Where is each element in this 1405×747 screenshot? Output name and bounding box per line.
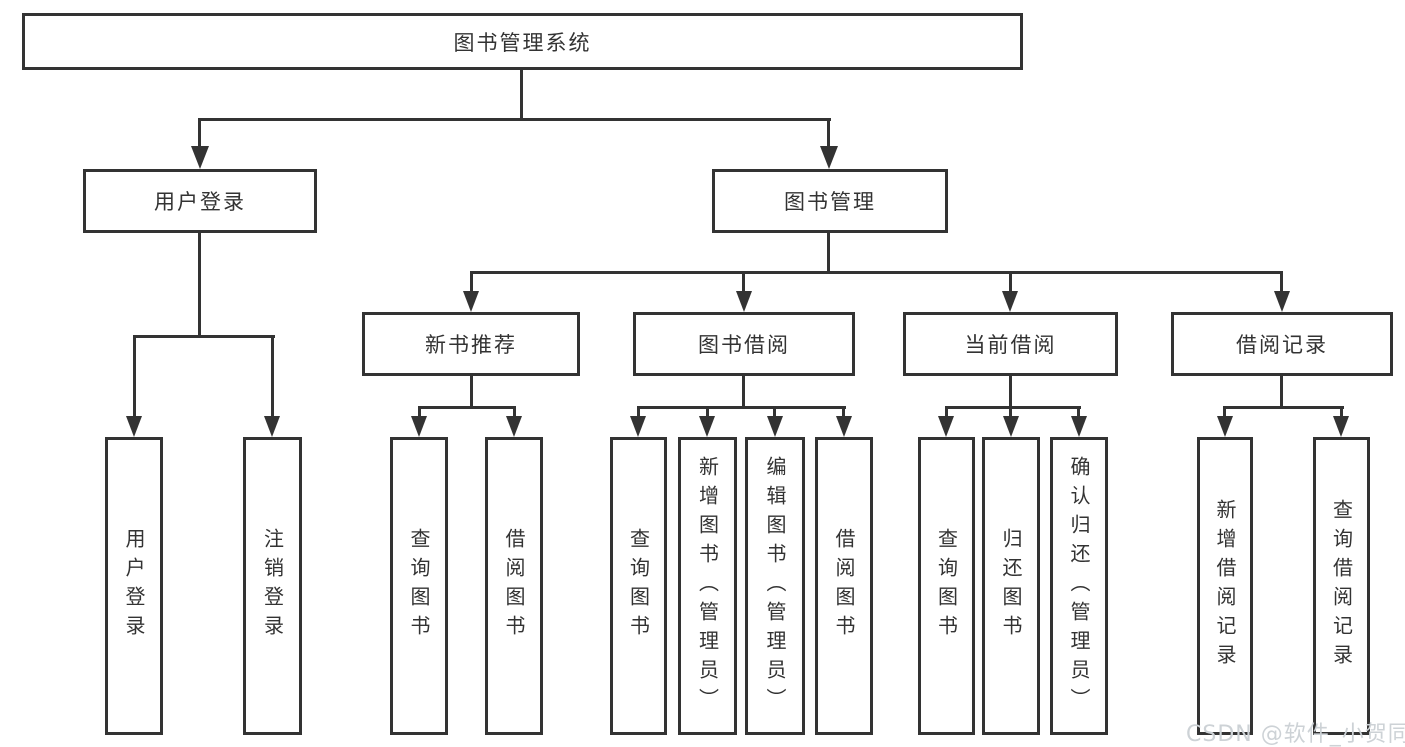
- arrowhead-icon: [1333, 416, 1349, 437]
- leaf-add-book-admin: 新增图书（管理员）: [678, 437, 737, 735]
- node-book-borrowing: 图书借阅: [633, 312, 855, 376]
- connector-vline: [945, 406, 948, 418]
- leaf-user-login-label: 用户登录: [122, 528, 146, 644]
- connector-hline: [945, 406, 1081, 409]
- leaf-edit-book-admin-label: 编辑图书（管理员）: [763, 455, 787, 717]
- leaf-borrow-books-1-label: 借阅图书: [502, 528, 526, 644]
- node-book-management-label: 图书管理: [784, 190, 876, 214]
- connector-vline: [470, 376, 473, 409]
- connector-vline: [1009, 406, 1012, 418]
- arrowhead-icon: [264, 416, 280, 437]
- arrowhead-icon: [1071, 416, 1087, 437]
- leaf-user-login: 用户登录: [105, 437, 163, 735]
- leaf-borrow-books-1: 借阅图书: [485, 437, 543, 735]
- connector-vline: [706, 406, 709, 418]
- leaf-add-book-admin-label: 新增图书（管理员）: [695, 455, 720, 717]
- leaf-confirm-return-admin-label: 确认归还（管理员）: [1067, 455, 1091, 717]
- node-borrowing-records-label: 借阅记录: [1236, 333, 1328, 357]
- arrowhead-icon: [463, 291, 479, 312]
- leaf-query-books-3: 查询图书: [918, 437, 975, 735]
- leaf-confirm-return-admin: 确认归还（管理员）: [1050, 437, 1108, 735]
- connector-vline: [1009, 271, 1012, 293]
- connector-vline: [1077, 406, 1080, 418]
- arrowhead-icon: [1002, 291, 1018, 312]
- connector-hline: [637, 406, 846, 409]
- leaf-query-books-3-label: 查询图书: [934, 528, 959, 644]
- node-book-borrowing-label: 图书借阅: [698, 333, 790, 357]
- node-current-borrowing: 当前借阅: [903, 312, 1118, 376]
- connector-hline: [1224, 406, 1344, 409]
- connector-vline: [742, 271, 745, 293]
- leaf-edit-book-admin: 编辑图书（管理员）: [745, 437, 805, 735]
- arrowhead-icon: [411, 416, 427, 437]
- leaf-query-books-1-label: 查询图书: [407, 528, 431, 644]
- node-borrowing-records: 借阅记录: [1171, 312, 1393, 376]
- connector-vline: [198, 118, 201, 150]
- connector-vline: [470, 271, 473, 293]
- connector-vline: [1009, 376, 1012, 409]
- leaf-logout-label: 注销登录: [260, 528, 285, 644]
- connector-vline: [271, 335, 274, 419]
- connector-vline: [827, 233, 830, 271]
- connector-vline: [418, 406, 421, 418]
- node-new-book-recommend: 新书推荐: [362, 312, 580, 376]
- leaf-query-books-2: 查询图书: [610, 437, 667, 735]
- leaf-borrow-books-2: 借阅图书: [815, 437, 873, 735]
- arrowhead-icon: [767, 416, 783, 437]
- node-book-management: 图书管理: [712, 169, 948, 233]
- arrowhead-icon: [126, 416, 142, 437]
- connector-vline: [1280, 271, 1283, 293]
- arrowhead-icon: [630, 416, 646, 437]
- arrowhead-icon: [1274, 291, 1290, 312]
- leaf-query-borrow-record-label: 查询借阅记录: [1329, 499, 1354, 673]
- arrowhead-icon: [736, 291, 752, 312]
- arrowhead-icon: [820, 146, 838, 169]
- leaf-return-books-label: 归还图书: [999, 528, 1023, 644]
- connector-vline: [1280, 376, 1283, 409]
- arrowhead-icon: [699, 416, 715, 437]
- connector-vline: [773, 406, 776, 418]
- connector-vline: [842, 406, 845, 418]
- node-root: 图书管理系统: [22, 13, 1023, 70]
- connector-vline: [637, 406, 640, 418]
- connector-vline: [1223, 406, 1226, 418]
- connector-vline: [513, 406, 516, 418]
- connector-hline: [198, 118, 831, 121]
- connector-hline: [418, 406, 516, 409]
- node-user-login: 用户登录: [83, 169, 317, 233]
- arrowhead-icon: [506, 416, 522, 437]
- leaf-query-borrow-record: 查询借阅记录: [1313, 437, 1370, 735]
- arrowhead-icon: [836, 416, 852, 437]
- node-root-label: 图书管理系统: [453, 30, 592, 55]
- leaf-query-books-1: 查询图书: [390, 437, 448, 735]
- arrowhead-icon: [191, 146, 209, 169]
- watermark: CSDN @软件_小贺同学: [1186, 722, 1405, 747]
- connector-vline: [133, 335, 136, 419]
- leaf-return-books: 归还图书: [982, 437, 1040, 735]
- connector-vline: [198, 233, 201, 335]
- leaf-query-books-2-label: 查询图书: [626, 528, 651, 644]
- arrowhead-icon: [1217, 416, 1233, 437]
- connector-vline: [742, 376, 745, 409]
- arrowhead-icon: [938, 416, 954, 437]
- leaf-add-borrow-record: 新增借阅记录: [1197, 437, 1253, 735]
- leaf-add-borrow-record-label: 新增借阅记录: [1213, 499, 1237, 673]
- connector-vline: [1340, 406, 1343, 418]
- connector-vline: [827, 118, 830, 150]
- node-new-book-recommend-label: 新书推荐: [425, 333, 517, 357]
- node-user-login-label: 用户登录: [154, 190, 246, 214]
- connector-hline: [470, 271, 1282, 274]
- leaf-logout: 注销登录: [243, 437, 302, 735]
- arrowhead-icon: [1003, 416, 1019, 437]
- connector-hline: [133, 335, 275, 338]
- leaf-borrow-books-2-label: 借阅图书: [832, 528, 856, 644]
- node-current-borrowing-label: 当前借阅: [964, 333, 1057, 357]
- connector-vline: [520, 70, 523, 118]
